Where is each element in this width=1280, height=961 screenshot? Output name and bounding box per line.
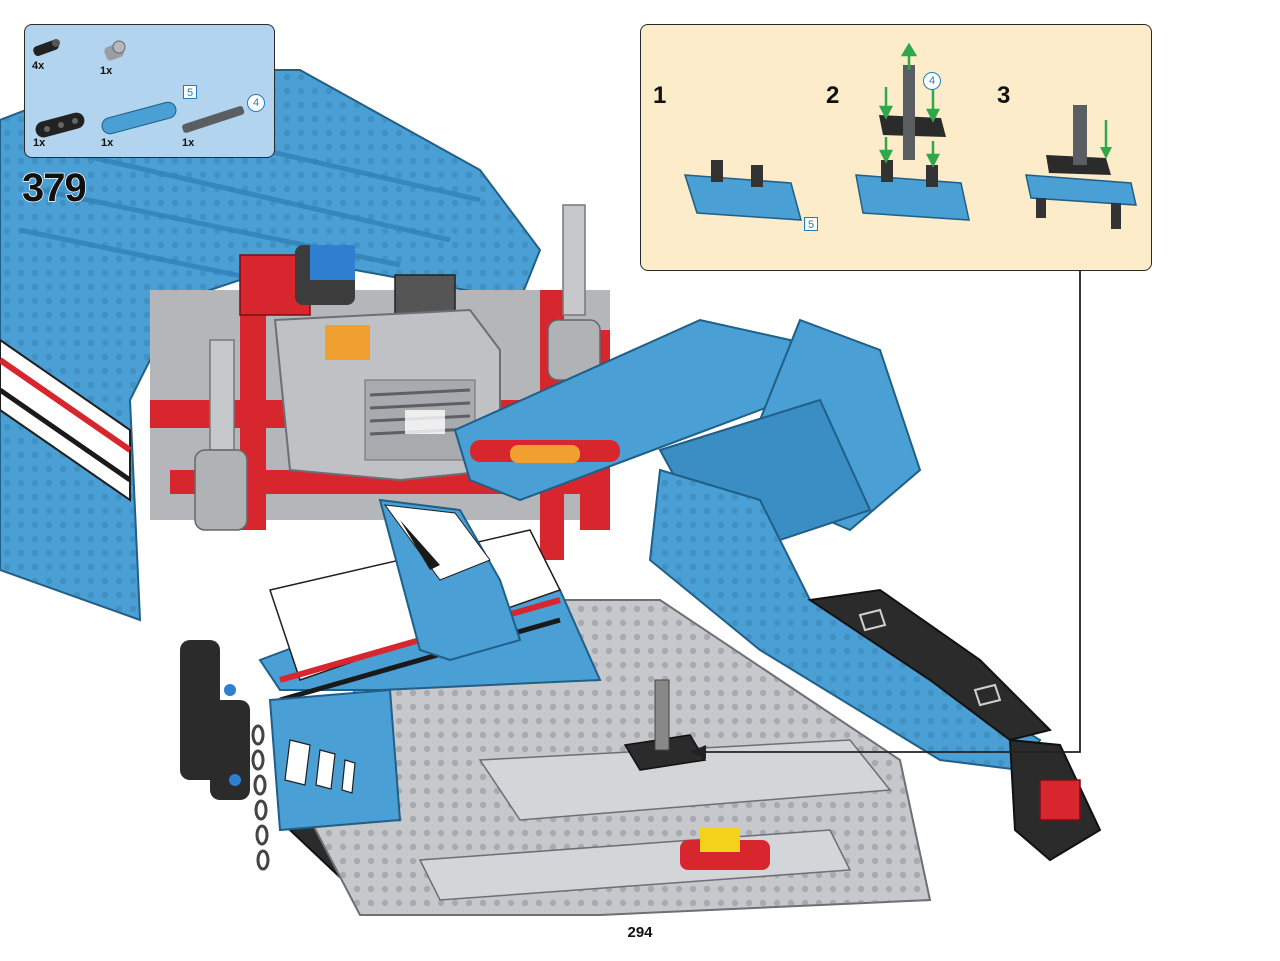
sub-step-number: 2 (826, 82, 840, 109)
highlighted-sub-assembly (623, 679, 707, 771)
page-number: 294 (627, 924, 653, 941)
boom-arm (453, 318, 1042, 772)
sub-step-3-assembly (1025, 105, 1137, 229)
tailgate-panel (258, 498, 602, 832)
axle-length-marker: 4 (247, 94, 265, 112)
exhaust-stacks (194, 204, 601, 531)
tow-chain (251, 724, 270, 871)
sub-assembly-art (683, 42, 1137, 229)
rear-light (1008, 738, 1102, 862)
beam-length-marker: 5 (183, 85, 197, 99)
parts-list-art (33, 39, 245, 138)
rear-hubs (180, 640, 250, 800)
battery-box (273, 308, 501, 482)
parts-list-box: 4x 1x 1x 1x 1x 5 4 (24, 24, 275, 158)
azure-beam-5-icon (101, 101, 177, 135)
part-quantity: 4x (32, 60, 45, 72)
axle-length-marker: 4 (923, 72, 941, 90)
sub-step-2-assembly (855, 42, 970, 221)
sub-step-number: 1 (653, 82, 667, 109)
beam-length-marker: 5 (804, 217, 818, 231)
gray-axle-pin-icon (104, 40, 126, 61)
part-quantity: 1x (101, 137, 114, 149)
sub-assembly-box: 1 2 3 (640, 24, 1152, 271)
part-quantity: 1x (100, 65, 113, 77)
sub-step-number: 3 (997, 82, 1011, 109)
black-friction-pin-icon (33, 39, 60, 57)
dark-gray-axle-4-icon (182, 106, 245, 133)
step-number: 379 (21, 165, 87, 211)
sub-step-1-beam (683, 160, 802, 221)
callout-pointer (690, 270, 1081, 759)
black-beam-3-icon (35, 112, 85, 138)
part-quantity: 1x (182, 137, 195, 149)
part-quantity: 1x (33, 137, 46, 149)
